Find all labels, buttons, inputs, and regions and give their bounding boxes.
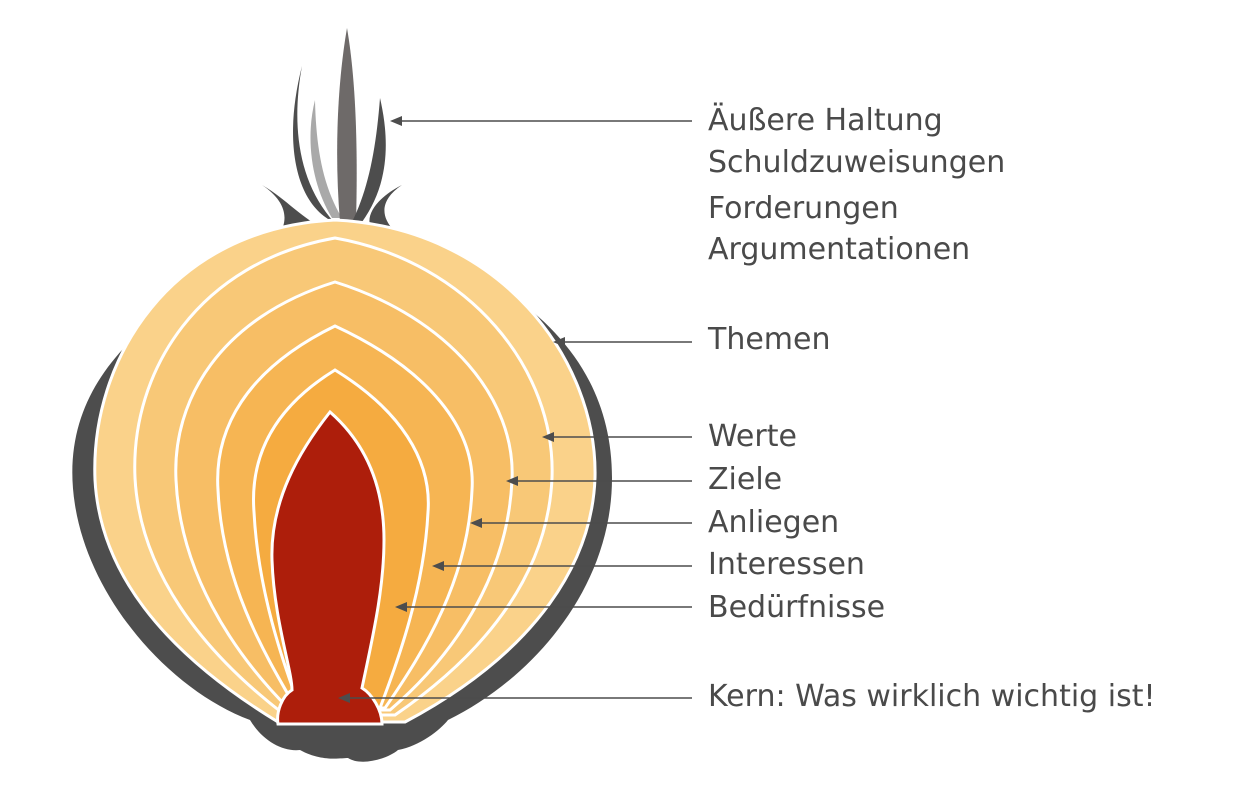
arrow-interests	[432, 561, 692, 571]
label-goals: Ziele	[708, 462, 783, 497]
sprout-center	[337, 28, 357, 222]
label-values: Werte	[708, 419, 797, 454]
sprout-left-dark	[293, 66, 334, 222]
arrows	[338, 116, 692, 703]
arrow-themes	[553, 337, 692, 347]
sprout-right-dark	[352, 98, 386, 222]
label-outer-forderungen: Forderungen	[708, 191, 899, 226]
label-interests: Interessen	[708, 547, 865, 582]
label-outer-schuld: Schuldzuweisungen	[708, 145, 1006, 180]
label-outer-argumentationen: Argumentationen	[708, 232, 971, 267]
sprout-light	[310, 100, 342, 218]
arrow-outer	[390, 116, 692, 126]
arrow-concerns	[470, 518, 692, 528]
arrow-values	[542, 432, 692, 442]
onion-core	[270, 409, 386, 726]
label-core: Kern: Was wirklich wichtig ist!	[708, 679, 1156, 714]
label-themes: Themen	[708, 322, 831, 357]
label-outer-haltung: Äußere Haltung	[708, 103, 943, 138]
label-concerns: Anliegen	[708, 505, 840, 540]
arrow-core	[338, 693, 692, 703]
arrow-needs	[395, 602, 692, 612]
label-needs: Bedürfnisse	[708, 590, 886, 625]
arrow-goals	[506, 476, 692, 486]
